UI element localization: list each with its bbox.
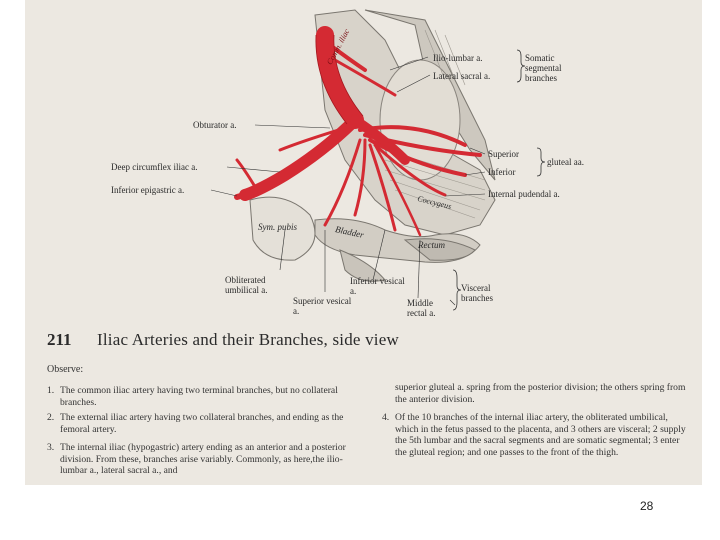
label-obturator: Obturator a. bbox=[193, 120, 237, 130]
observation-item: 3. The internal iliac (hypogastric) arte… bbox=[47, 442, 357, 477]
observation-number: 4. bbox=[382, 412, 390, 423]
pelvis-bones bbox=[249, 9, 496, 282]
figure-number: 211 bbox=[47, 330, 72, 349]
label-braces bbox=[452, 49, 546, 311]
observation-text: The common iliac artery having two termi… bbox=[60, 385, 338, 408]
label-gluteal-aa: gluteal aa. bbox=[547, 157, 584, 167]
observation-number: 2. bbox=[47, 412, 55, 423]
observation-text: Of the 10 branches of the internal iliac… bbox=[395, 412, 686, 458]
observation-item: 2. The external iliac artery having two … bbox=[47, 412, 357, 435]
artery-outline bbox=[315, 34, 364, 125]
label-obliterated-umbilical: Obliterated umbilical a. bbox=[225, 275, 268, 295]
label-leaders bbox=[210, 56, 486, 306]
observation-item: 1. The common iliac artery having two te… bbox=[47, 385, 357, 408]
iliac-arteries-illustration bbox=[210, 9, 546, 311]
label-visceral-branches: Visceral branches bbox=[461, 283, 493, 303]
label-ilio-lumbar: Ilio-lumbar a. bbox=[433, 53, 483, 63]
observation-text: The internal iliac (hypogastric) artery … bbox=[60, 442, 346, 477]
observation-text: superior gluteal a. spring from the post… bbox=[395, 382, 686, 405]
scanned-page: Ilio-lumbar a. Lateral sacral a. Somatic… bbox=[25, 0, 702, 485]
observation-text: The external iliac artery having two col… bbox=[60, 412, 344, 435]
label-superior-vesical: Superior vesical a. bbox=[293, 296, 352, 316]
label-lateral-sacral: Lateral sacral a. bbox=[433, 71, 491, 81]
label-inferior: Inferior bbox=[488, 167, 516, 177]
label-symphysis-pubis: Sym. pubis bbox=[258, 222, 297, 232]
label-somatic-segmental: Somatic segmental branches bbox=[525, 53, 562, 83]
label-deep-circumflex-iliac: Deep circumflex iliac a. bbox=[111, 162, 198, 172]
label-inferior-vesical: Inferior vesical a. bbox=[350, 276, 405, 296]
figure-title: Iliac Arteries and their Branches, side … bbox=[97, 330, 399, 349]
artery-tree bbox=[234, 26, 482, 237]
observation-item: 4. Of the 10 branches of the internal il… bbox=[382, 412, 690, 458]
label-superior: Superior bbox=[488, 149, 519, 159]
label-rectum: Rectum bbox=[418, 240, 445, 250]
observation-number: 1. bbox=[47, 385, 55, 396]
observation-continuation: superior gluteal a. spring from the post… bbox=[395, 382, 690, 405]
page-number: 28 bbox=[640, 499, 654, 513]
label-internal-pudendal: Internal pudendal a. bbox=[488, 189, 560, 199]
label-inferior-epigastric: Inferior epigastric a. bbox=[111, 185, 185, 195]
observation-number: 3. bbox=[47, 442, 55, 453]
observe-heading: Observe: bbox=[47, 364, 84, 375]
label-middle-rectal: Middle rectal a. bbox=[407, 298, 436, 318]
